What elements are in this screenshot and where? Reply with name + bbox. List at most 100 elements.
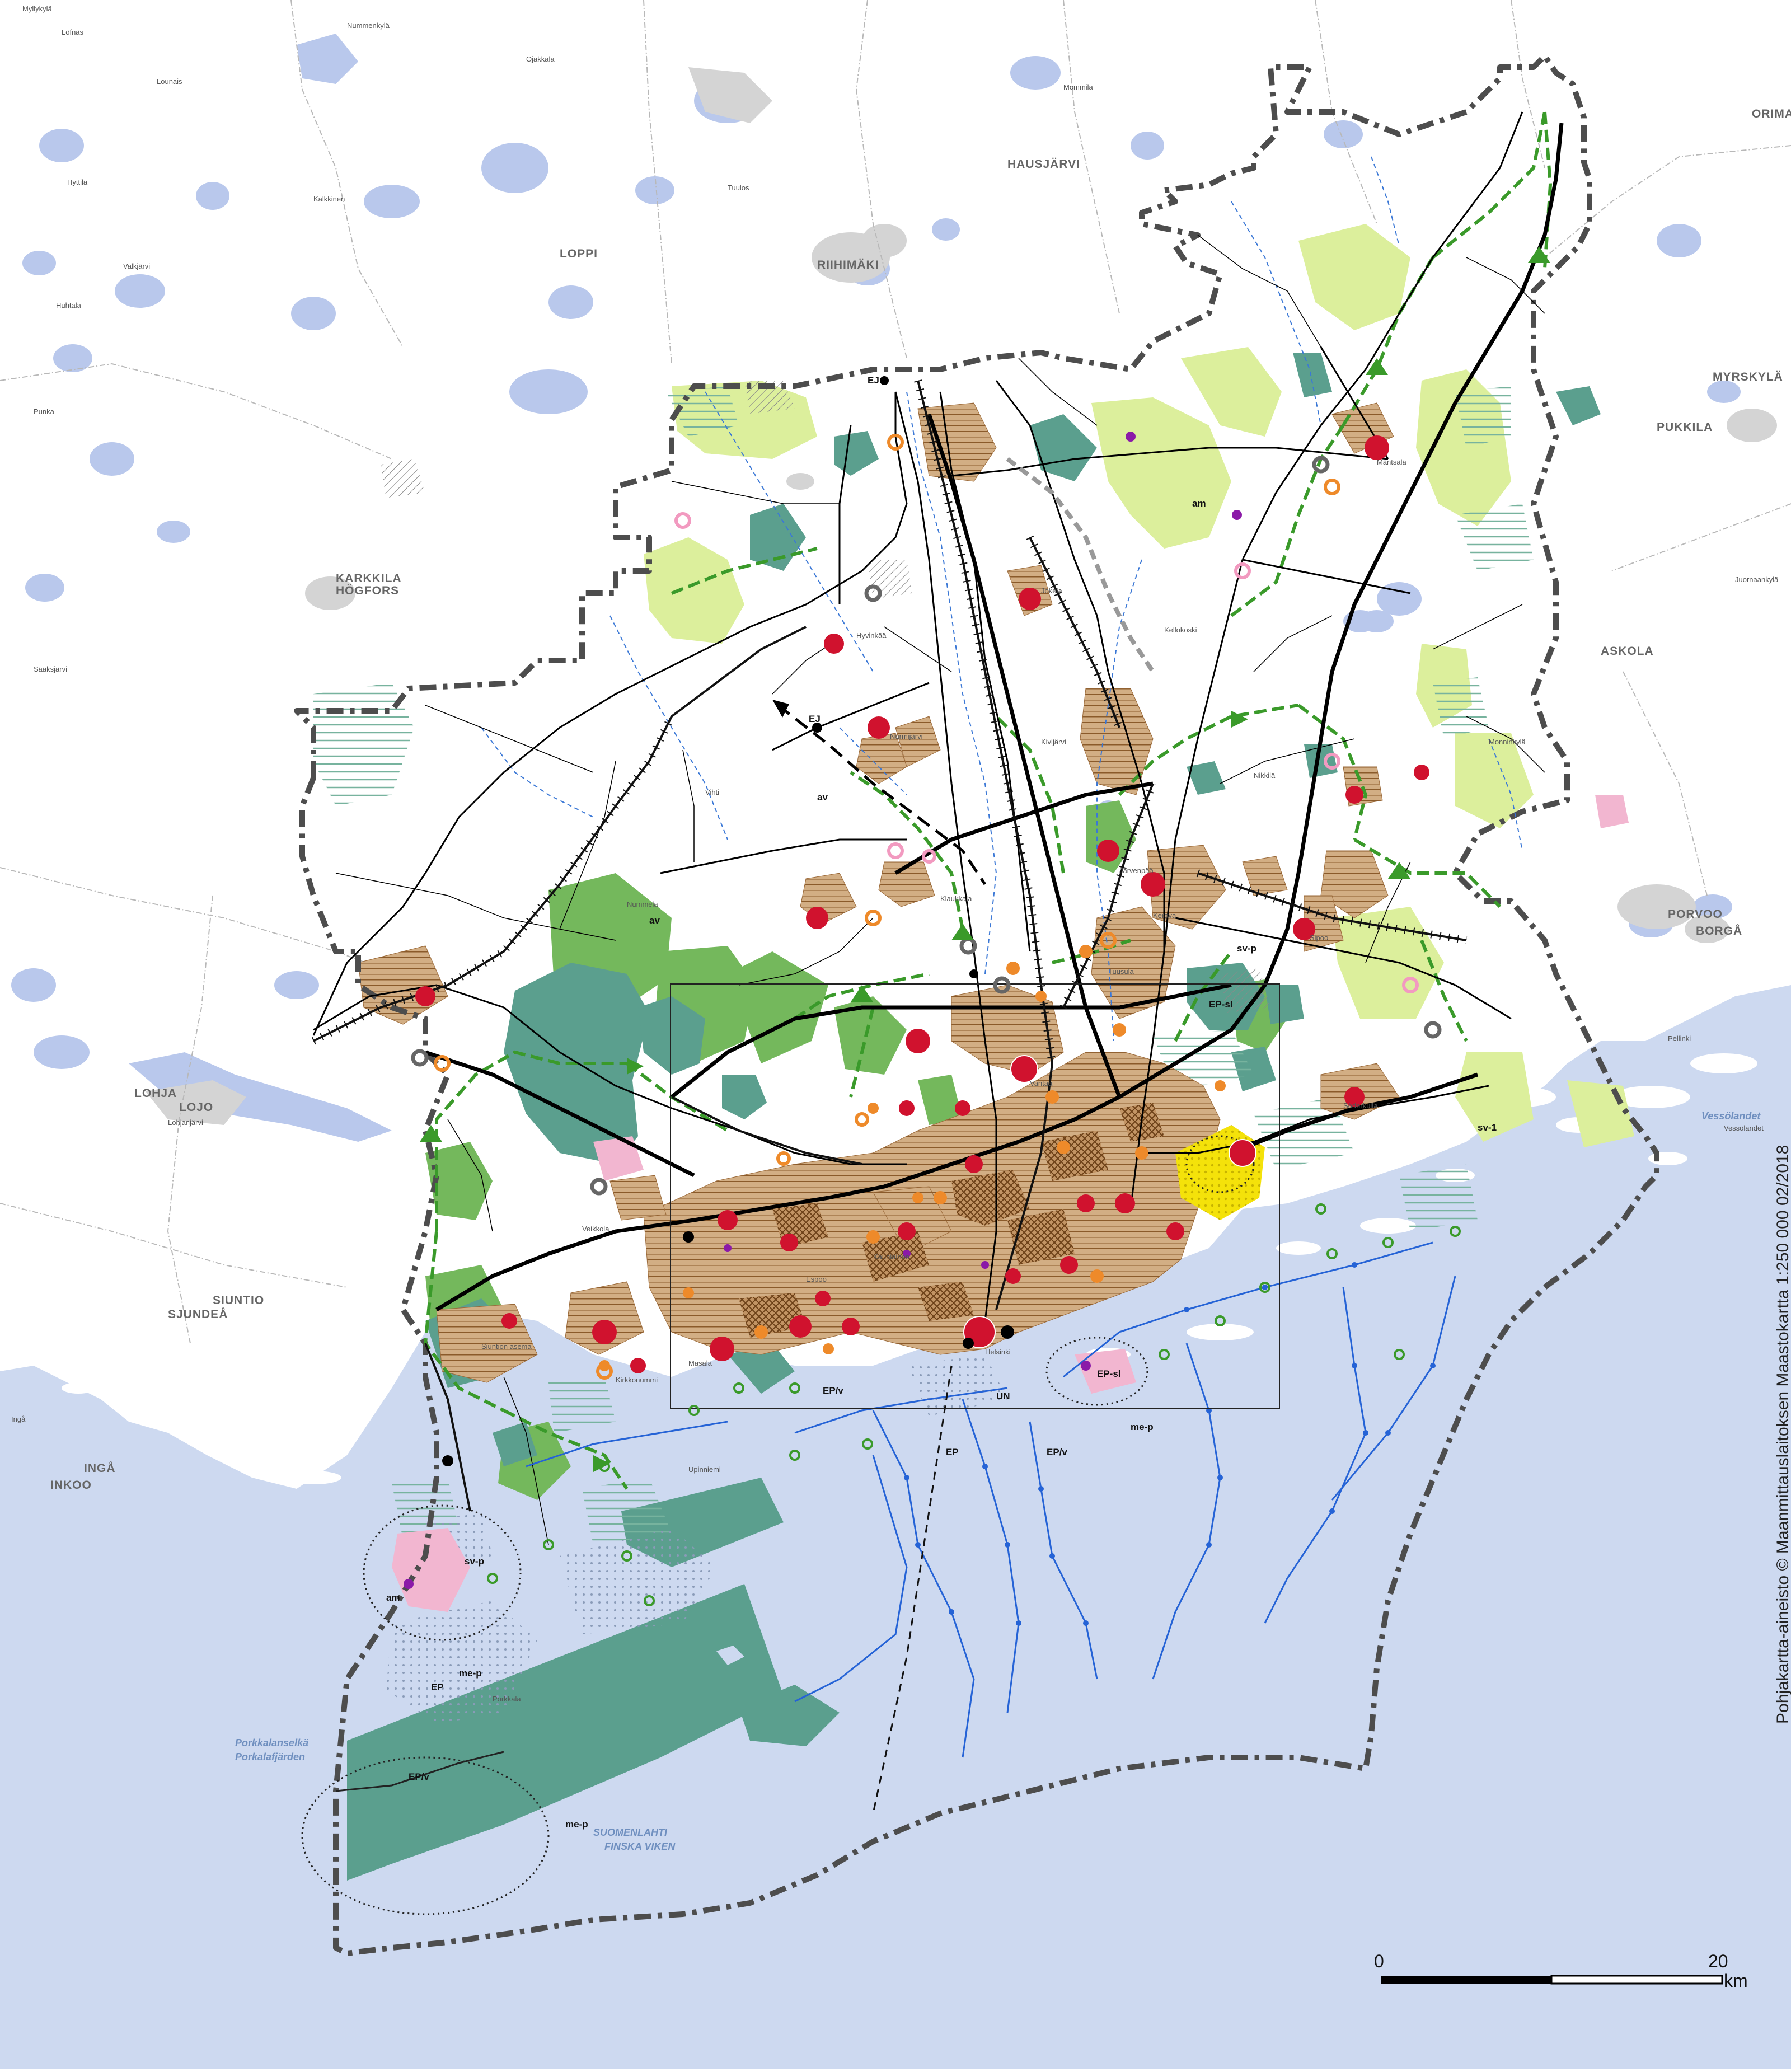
sea-route-nodes	[904, 1262, 1436, 1626]
label-riihimaki: RIIHIMÄKI	[817, 259, 879, 271]
label-place-10: Vihti	[705, 788, 719, 796]
place-labels: Myllykylä Löfnäs Lounais Hyttilä Valkjär…	[11, 4, 1779, 1703]
rivers	[481, 156, 1523, 1042]
label-place-12: Klaukkala	[940, 894, 972, 903]
label-place-42: Pellinki	[1668, 1034, 1691, 1043]
label-place-23: Kellokoski	[1164, 626, 1197, 634]
label-suomenlahti: SUOMENLAHTI	[593, 1827, 668, 1838]
label-place-5: Huhtala	[56, 301, 82, 310]
label-place-32: Masala	[688, 1359, 712, 1367]
label-vessolandet: Vessölandet	[1701, 1110, 1761, 1122]
label-place-24: Nurmijärvi	[890, 732, 923, 740]
code-sv-1: sv-1	[1478, 1122, 1497, 1133]
label-place-27: Helsinki	[985, 1348, 1011, 1356]
ecological-corridors	[423, 111, 1553, 1490]
coast-boundary-thin	[335, 1751, 504, 1792]
green-small-rings	[487, 1203, 1461, 1606]
label-place-9: Ojakkala	[526, 55, 555, 63]
label-place-31: Upinniemi	[688, 1465, 721, 1474]
label-place-8: Mommila	[1063, 83, 1093, 91]
purple-points	[404, 432, 1242, 1589]
scale-start-label: 0	[1374, 1951, 1384, 1971]
code-me-p-1: me-p	[459, 1668, 482, 1679]
label-place-19: Sipoo	[1310, 934, 1328, 942]
code-ej-1: EJ	[868, 375, 879, 386]
label-place-37: Tuulos	[728, 184, 749, 192]
label-place-2: Lounais	[157, 77, 182, 86]
planned-route-arrowhead	[772, 700, 789, 718]
code-un-1: UN	[996, 1391, 1010, 1401]
label-place-6: Punka	[34, 407, 55, 416]
label-hogfors: HÖGFORS	[336, 584, 399, 597]
scale-bar: 0 20 km	[1374, 1951, 1748, 1991]
label-place-29: Kauniainen	[873, 1253, 909, 1261]
label-place-33: Veikkola	[582, 1225, 609, 1233]
label-lohja: LOHJA	[134, 1087, 177, 1100]
label-place-11: Nummela	[627, 900, 658, 908]
offshore-zones	[301, 1135, 1255, 1915]
plan-codes: EP EP/v EP-sl EP-sl am am av av me-p me-…	[386, 375, 1497, 1830]
code-am-1: am	[386, 1592, 400, 1603]
code-ej-2: EJ	[809, 714, 821, 724]
planned-rail-route	[777, 704, 987, 885]
future-road	[1006, 457, 1155, 673]
label-porkkalanselka: Porkkalanselkä	[235, 1737, 308, 1748]
ferry-route	[872, 1365, 953, 1814]
corridor-arrows	[420, 246, 1550, 1472]
label-place-28: Vantaa	[1030, 1079, 1053, 1087]
sea-labels: SUOMENLAHTI FINSKA VIKEN Porkkalanselkä …	[235, 1110, 1761, 1852]
label-inkoo: INKOO	[50, 1479, 92, 1492]
scale-unit-label: km	[1724, 1971, 1748, 1991]
label-place-17: Tuusula	[1108, 967, 1134, 976]
label-sjundea: SJUNDEÅ	[168, 1307, 228, 1321]
code-ep-v-2: EP/v	[409, 1771, 429, 1782]
label-place-35: Lohjanjärvi	[168, 1118, 203, 1127]
label-siuntio: SIUNTIO	[213, 1294, 264, 1307]
urban-cores	[739, 1103, 1164, 1338]
black-points	[442, 376, 1014, 1466]
scale-end-label: 20	[1708, 1951, 1728, 1971]
label-place-15: Järvenpää	[1119, 866, 1154, 875]
label-inga: INGÅ	[84, 1461, 116, 1475]
label-place-25: Kivijärvi	[1041, 738, 1066, 746]
code-ep-sl-1: EP-sl	[1097, 1368, 1121, 1379]
code-ep-v-1: EP/v	[823, 1385, 843, 1396]
label-place-40: Monninkylä	[1489, 738, 1526, 746]
label-orimattila: ORIMATTILA	[1752, 107, 1791, 120]
label-place-39: Sääksjärvi	[34, 665, 67, 673]
map-credit: Pohjakartta-aineisto © Maanmittauslaitok…	[1774, 1145, 1791, 1724]
pink-zones	[392, 795, 1629, 1612]
label-place-36: Kalkkinen	[313, 195, 345, 203]
nature-areas	[347, 353, 1601, 1881]
label-place-21: Nikkilä	[1254, 771, 1276, 780]
center-outlines	[963, 1055, 1256, 1348]
label-finska-viken: FINSKA VIKEN	[604, 1841, 676, 1852]
label-place-7: Nummenkylä	[347, 21, 390, 30]
code-me-p-2: me-p	[565, 1819, 588, 1830]
pink-rings	[674, 512, 1419, 993]
municipality-labels: LOPPI RIIHIMÄKI HAUSJÄRVI KARKKILA HÖGFO…	[50, 107, 1791, 1492]
label-hausjarvi: HAUSJÄRVI	[1007, 158, 1080, 171]
code-sv-p-1: sv-p	[465, 1556, 484, 1567]
code-ep-1: EP	[946, 1447, 959, 1457]
municipal-boundaries	[0, 0, 1791, 1344]
code-ep-2: EP	[431, 1682, 444, 1693]
lakes	[11, 34, 1741, 1142]
label-place-18: Kirkkonummi	[616, 1376, 658, 1384]
label-place-30: Porkkala	[493, 1695, 521, 1703]
label-place-4: Valkjärvi	[123, 262, 150, 270]
label-porkalafjarden: Porkalafjärden	[235, 1751, 305, 1762]
railways	[313, 380, 1467, 1512]
label-myrskyla: MYRSKYLÄ	[1713, 371, 1783, 383]
label-place-14: Hyvinkää	[856, 631, 887, 640]
label-place-3: Hyttilä	[67, 178, 88, 186]
code-me-p-3: me-p	[1131, 1422, 1154, 1432]
label-place-16: Kerava	[1153, 911, 1176, 920]
external-urban-areas	[146, 67, 1777, 1125]
porkkala-teal-zone	[347, 1584, 784, 1881]
label-karkkila: KARKKILA	[336, 572, 402, 585]
label-place-26: Espoo	[806, 1275, 827, 1283]
code-am-2: am	[1192, 498, 1206, 509]
